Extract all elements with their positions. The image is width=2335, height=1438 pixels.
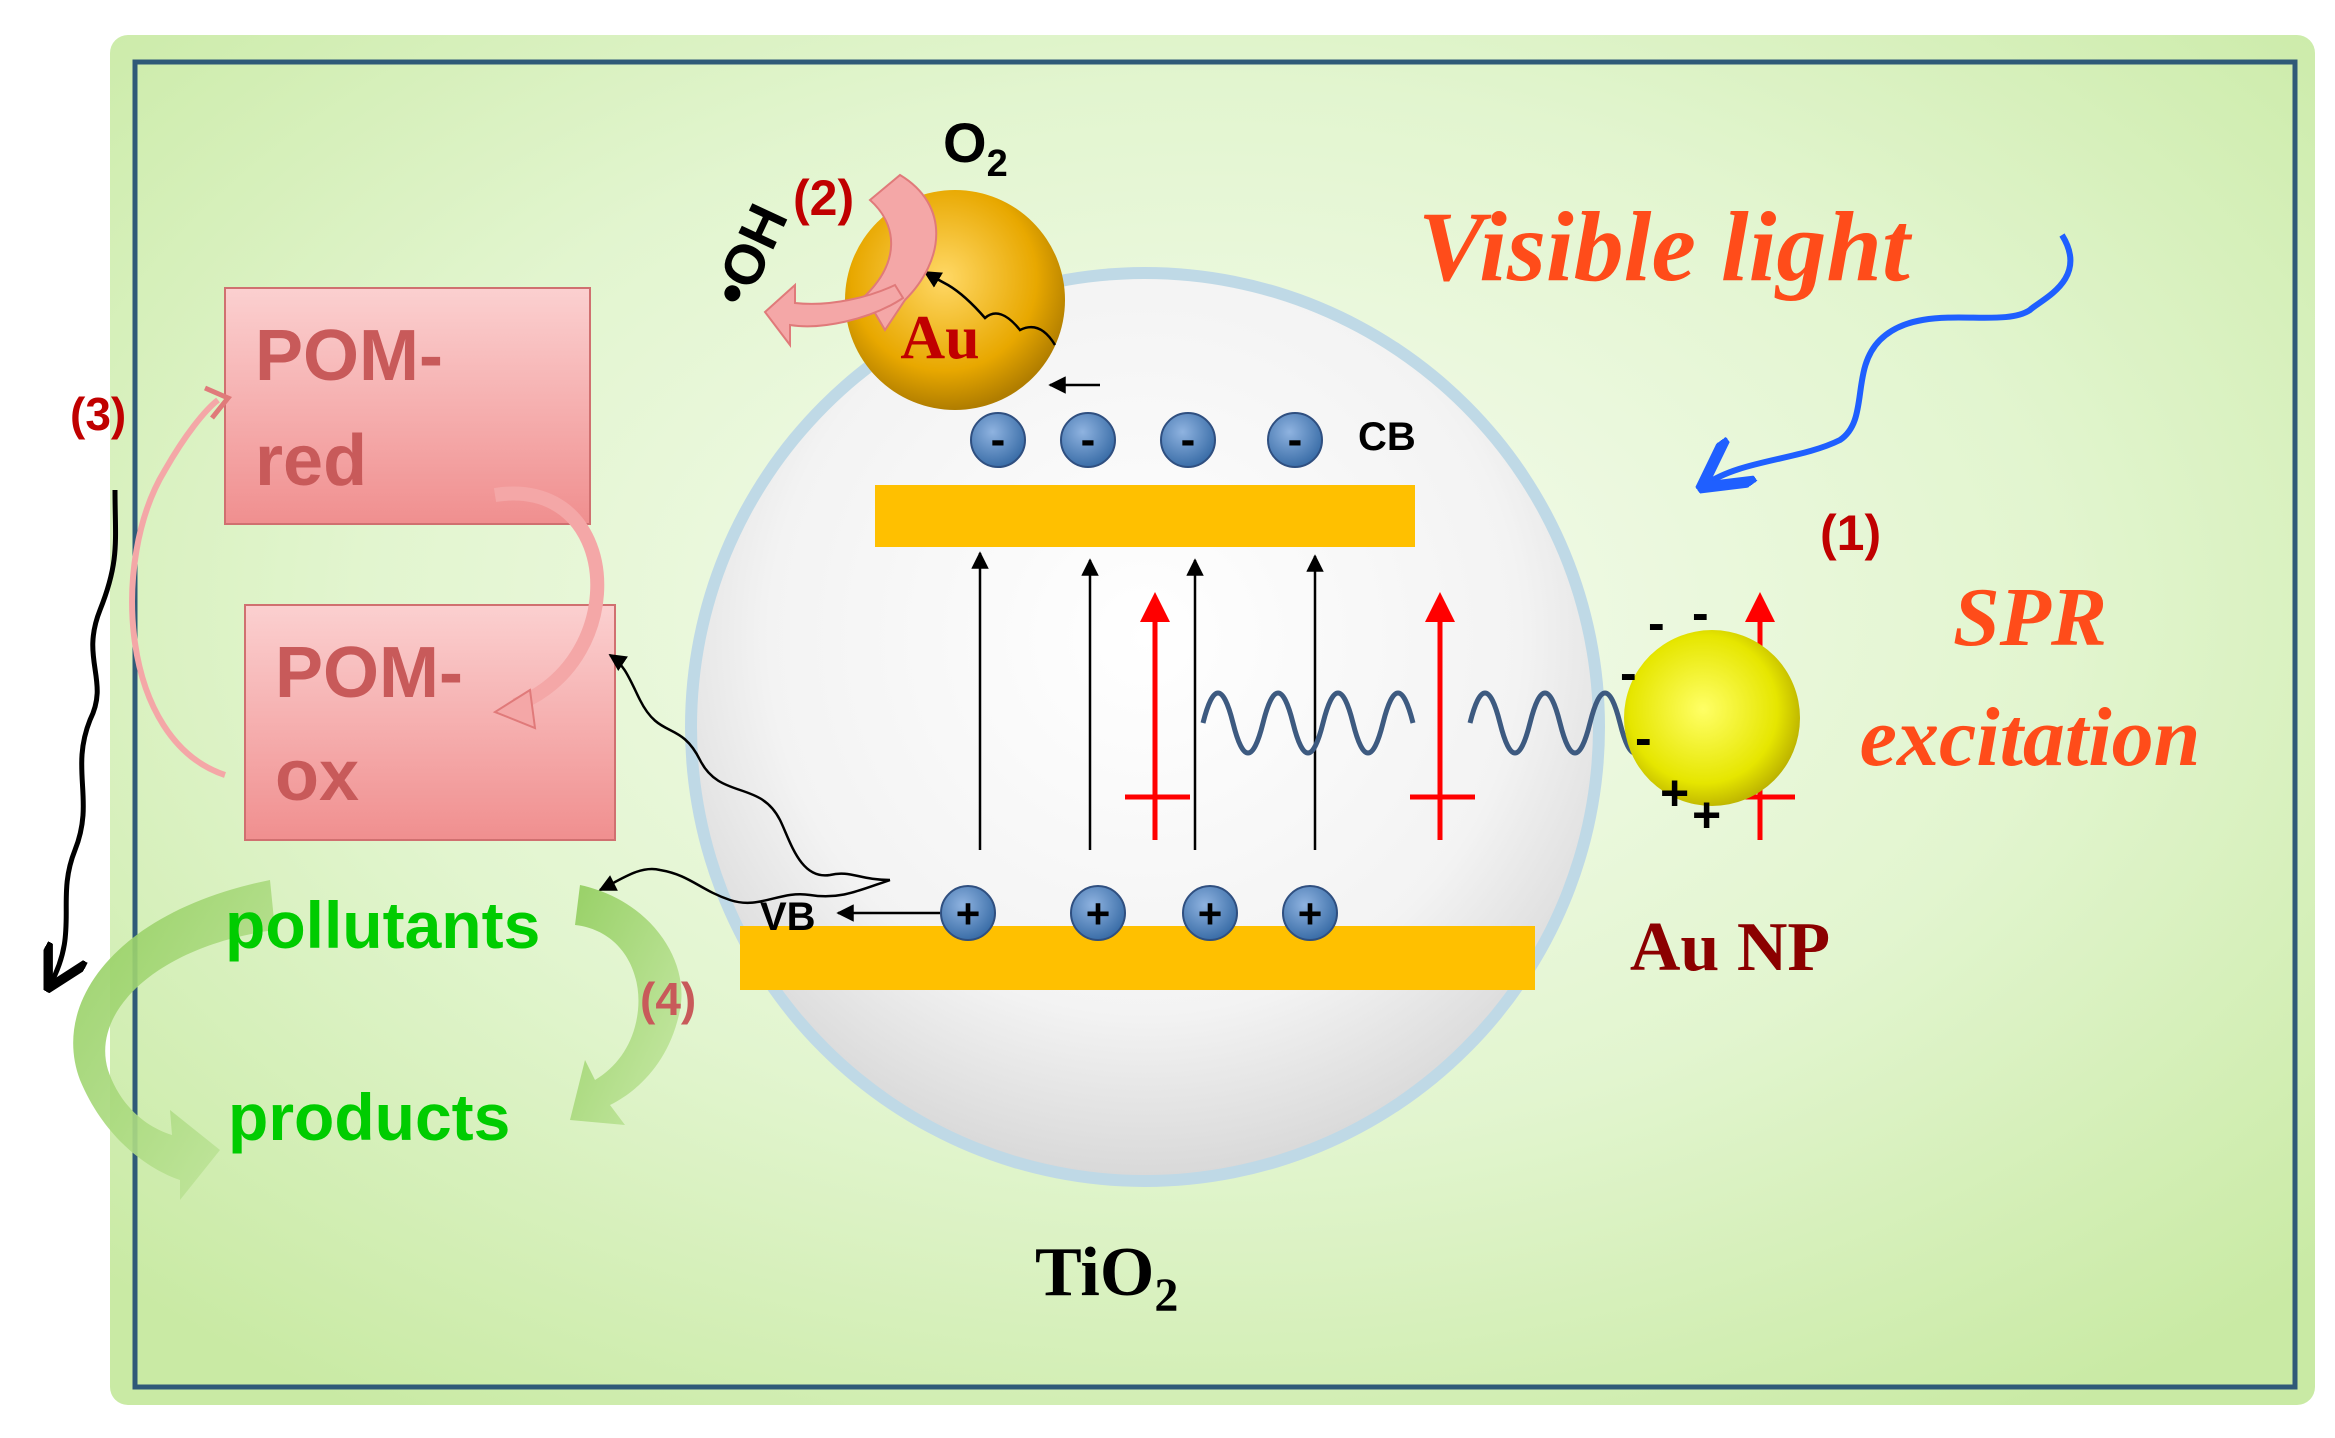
pom-ox-line2: ox [275, 736, 359, 816]
pom-ox-to-red-arrow [129, 397, 226, 778]
svg-text:-: - [1692, 585, 1709, 641]
pollutants-label: pollutants [225, 888, 540, 962]
svg-text:-: - [1620, 645, 1637, 701]
electron-transfer-squiggle [923, 270, 1057, 346]
hole-to-pollutants-squiggle [598, 867, 891, 905]
cb-electrons: - - - - [970, 412, 1323, 468]
vb-holes: + + + + [940, 885, 1338, 941]
step-3-label: (3) [70, 388, 126, 440]
tio2-label: TiO2 [1035, 1234, 1178, 1322]
step-1-label: (1) [1820, 505, 1881, 561]
pom-ox-to-red-arrowhead [204, 385, 232, 420]
pom-red-to-ox-arrow [493, 486, 605, 712]
step-3-squiggle [50, 489, 119, 985]
oh-arrow-head [763, 282, 905, 348]
frame-border [132, 59, 2298, 1390]
au-nanoparticle [1624, 630, 1800, 806]
pollutants-to-products-arrow [73, 880, 275, 1200]
conduction-band [875, 485, 1415, 547]
svg-text:+: + [1198, 890, 1223, 937]
visible-light-wave [1705, 233, 2074, 485]
o2-label: O2 [943, 111, 1008, 185]
svg-text:+: + [1086, 890, 1111, 937]
svg-text:-: - [1181, 415, 1196, 464]
valence-band [740, 926, 1535, 990]
visible-light-label: Visible light [1418, 191, 1913, 302]
pom-red-box [224, 287, 591, 525]
cb-label: CB [1358, 415, 1416, 459]
svg-text:+: + [1298, 890, 1323, 937]
svg-text:-: - [1081, 415, 1096, 464]
svg-text:+: + [1660, 765, 1689, 821]
svg-text:-: - [991, 415, 1006, 464]
svg-text:-: - [1635, 710, 1652, 766]
products-label: products [228, 1080, 510, 1154]
step-2-label: (2) [793, 170, 854, 226]
hole-to-pom-ox-squiggle [608, 653, 891, 882]
au-small-label: Au [900, 304, 979, 372]
svg-text:+: + [1692, 787, 1721, 843]
svg-text:-: - [1648, 595, 1665, 651]
pom-ox-line1: POM- [275, 633, 463, 713]
pom-red-line1: POM- [255, 316, 443, 396]
pom-ox-box [244, 604, 616, 841]
excitation-label: excitation [1860, 691, 2201, 784]
pom-red-to-ox-arrowhead [492, 688, 537, 730]
tio2-sphere [697, 279, 1593, 1175]
spr-label: SPR [1953, 571, 2107, 664]
au-np-charges: - - - - + + [1620, 585, 1721, 843]
pom-red-line2: red [255, 421, 367, 501]
pollutants-return-arrow [570, 885, 682, 1125]
svg-text:+: + [956, 890, 981, 937]
step-4-label: (4) [640, 973, 696, 1025]
band-gap-excitation-arrows [971, 551, 1324, 850]
svg-text:-: - [1288, 415, 1303, 464]
au-np-label: Au NP [1630, 909, 1830, 986]
vb-label: VB [760, 895, 816, 939]
